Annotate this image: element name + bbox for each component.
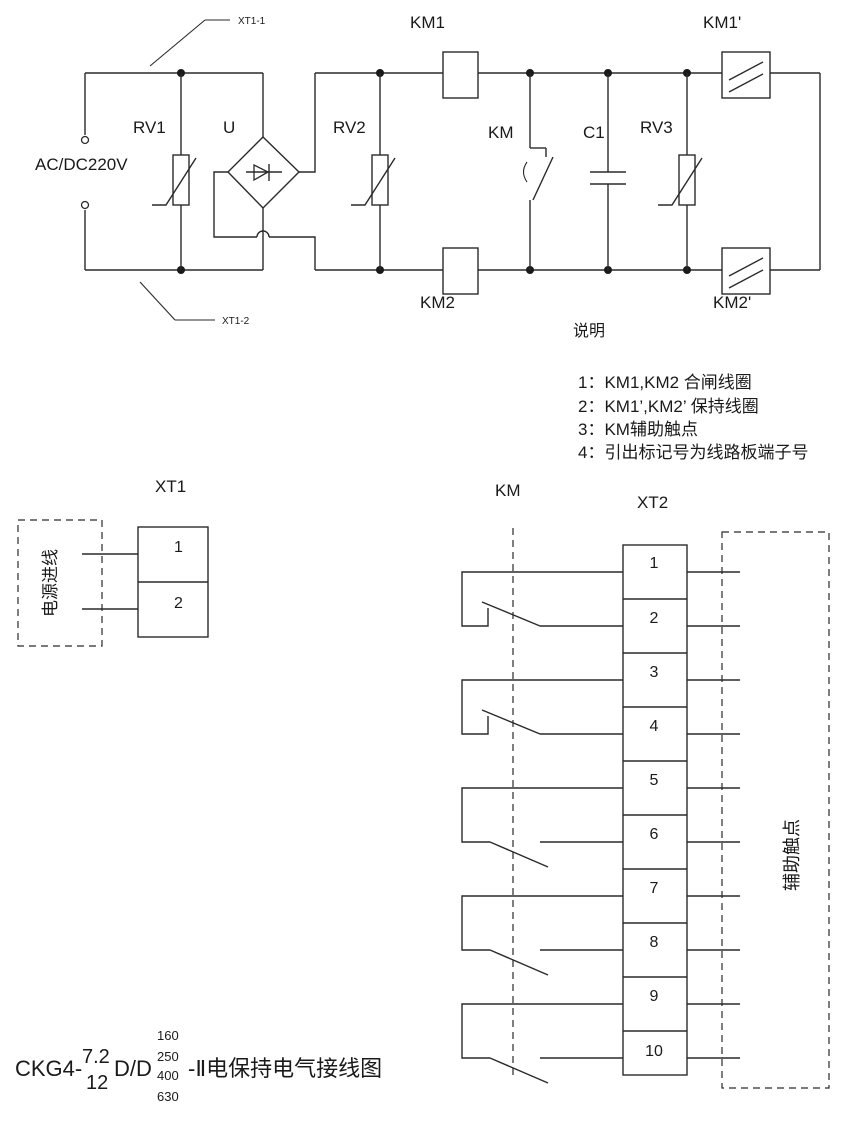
c1-capacitor	[590, 73, 626, 270]
xt2-terminal-3: 3	[650, 664, 659, 681]
xt1-label: XT1	[155, 477, 186, 496]
km-contact-nc-blade	[481, 601, 541, 627]
xt2-terminals: 1 2 3 4 5 6 7 8 9 10	[645, 555, 663, 1060]
power-input-box	[17, 519, 103, 647]
c1-label: C1	[583, 123, 605, 142]
aux-contact-box	[721, 531, 830, 1089]
notes-title: 说明	[573, 322, 605, 340]
km2-label: KM2	[420, 293, 455, 312]
xt2-terminal-6: 6	[650, 826, 659, 843]
xt2-terminal-2: 2	[650, 610, 659, 627]
km-contact-nc-path	[461, 571, 563, 627]
u-label: U	[223, 118, 235, 137]
aux-contact-label: 辅助触点	[782, 819, 802, 891]
km1-prime-coil	[721, 51, 771, 99]
xt2-wires	[540, 571, 740, 1059]
xt2-terminal-7: 7	[650, 880, 659, 897]
caption-rating-2: 250	[157, 1049, 179, 1064]
xt2-terminal-5: 5	[650, 772, 659, 789]
rv1-label: RV1	[133, 118, 166, 137]
xt1-1-label: XT1-1	[238, 16, 266, 27]
km-auxiliary-contact	[522, 73, 554, 270]
caption-prefix: CKG4-	[15, 1056, 82, 1081]
note-item-4: 4：引出标记号为线路板端子号	[578, 443, 808, 462]
note-item-2: 2：KM1’,KM2’ 保持线圈	[578, 397, 759, 416]
xt2-terminal-4: 4	[650, 718, 659, 735]
rv3-label: RV3	[640, 118, 673, 137]
xt1-2-label: XT1-2	[222, 316, 250, 327]
km-contacts-label: KM	[495, 481, 521, 500]
caption-suffix: -Ⅱ电保持电气接线图	[188, 1056, 382, 1081]
km-contact-no-path	[461, 895, 563, 951]
caption-frac-bottom: 12	[86, 1072, 108, 1094]
xt2-block	[622, 544, 688, 1076]
supply-terminal-top	[80, 135, 90, 145]
xt1-1-leader	[149, 19, 206, 67]
km1-coil	[442, 51, 479, 99]
rv2-label: RV2	[333, 118, 366, 137]
xt1-2-leader	[139, 281, 176, 321]
caption-frac-top: 7.2	[82, 1046, 110, 1068]
km-contact-no-path	[461, 787, 563, 843]
caption-rating-4: 630	[157, 1089, 179, 1104]
km-label: KM	[488, 123, 514, 142]
xt2-dividers	[623, 598, 687, 1032]
km2-prime-coil	[721, 247, 771, 295]
km-contacts	[461, 571, 563, 1084]
supply-terminal-bottom	[80, 200, 90, 210]
supply-label: AC/DC220V	[35, 155, 128, 174]
km2-coil	[442, 247, 479, 295]
xt2-terminal-8: 8	[650, 934, 659, 951]
xt1-terminal-2: 2	[174, 595, 183, 612]
xt1-terminal-1: 1	[174, 539, 183, 556]
xt2-label: XT2	[637, 493, 668, 512]
top-schematic: XT1-1 XT1-2 AC/DC220V RV1 U	[35, 13, 821, 327]
km-contact-nc-path	[461, 679, 563, 735]
caption-mid: D/D	[114, 1056, 152, 1081]
km-contact-no-blade	[489, 1057, 549, 1084]
rv1-varistor	[152, 73, 197, 270]
km-contact-no-blade	[489, 841, 549, 868]
km1-prime-label: KM1'	[703, 13, 741, 32]
km-contact-no-path	[461, 1003, 563, 1059]
km-contact-no-blade	[489, 949, 549, 976]
xt1-terminal-block: XT1 电源进线 1 2	[17, 477, 209, 647]
rv2-varistor	[351, 73, 396, 270]
xt2-terminal-9: 9	[650, 988, 659, 1005]
caption-rating-1: 160	[157, 1028, 179, 1043]
km1-label: KM1	[410, 13, 445, 32]
power-input-label: 电源进线	[41, 549, 60, 617]
caption-rating-3: 400	[157, 1068, 179, 1083]
notes: 说明 1：KM1,KM2 合闸线圈 2：KM1’,KM2’ 保持线圈 3：KM辅…	[573, 322, 808, 462]
km2-prime-label: KM2'	[713, 293, 751, 312]
xt2-terminal-10: 10	[645, 1043, 663, 1060]
xt2-terminal-1: 1	[650, 555, 659, 572]
xt2-terminal-block: KM XT2 辅助触点 1 2 3 4 5 6 7 8 9 10	[461, 481, 830, 1089]
bridge-rectifier	[213, 73, 316, 270]
note-item-3: 3：KM辅助触点	[578, 420, 698, 439]
rv3-varistor	[658, 73, 703, 270]
note-item-1: 1：KM1,KM2 合闸线圈	[578, 373, 752, 392]
km-contact-nc-blade	[481, 709, 541, 735]
caption: CKG4- 7.2 12 D/D 160 250 400 630 -Ⅱ电保持电气…	[15, 1028, 382, 1104]
